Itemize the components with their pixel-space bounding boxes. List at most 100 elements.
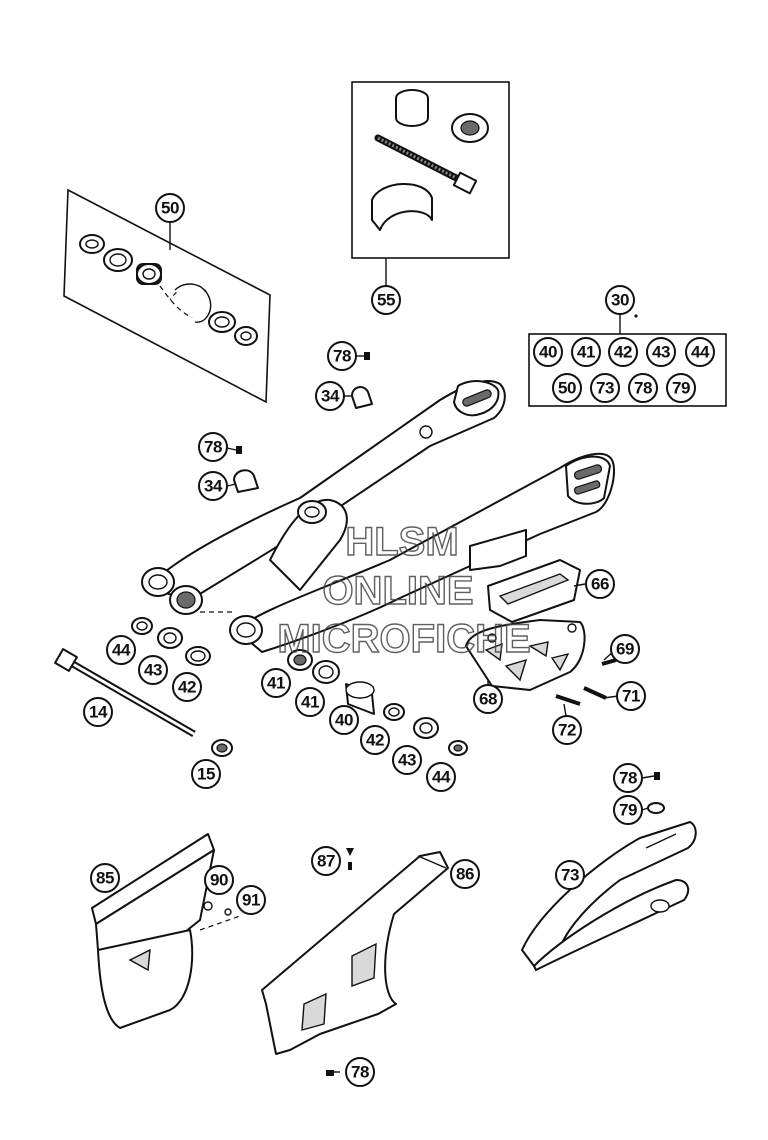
callout-label: 78 (351, 1063, 369, 1082)
watermark: HLSM ONLINE MICROFICHE (277, 519, 532, 661)
callout-91[interactable]: 91 (236, 885, 266, 915)
callout-label: 44 (112, 641, 131, 660)
callout-label: 91 (242, 891, 260, 910)
kit-label: 78 (634, 379, 652, 398)
callout-label: 85 (96, 869, 114, 888)
kit-label: 41 (577, 343, 595, 362)
callout-78-b[interactable]: 78 (198, 432, 228, 462)
kit-label: 73 (596, 379, 614, 398)
clamp-upper (351, 352, 373, 409)
kit-item-79[interactable]: 79 (666, 373, 696, 403)
callout-label: 66 (591, 575, 609, 594)
watermark-line-2: ONLINE (322, 569, 473, 613)
callout-71[interactable]: 71 (616, 681, 646, 711)
kit-box-callouts: 40 41 42 43 44 50 73 78 79 (533, 337, 715, 403)
callout-69[interactable]: 69 (610, 634, 640, 664)
callout-label: 43 (398, 751, 416, 770)
kit-item-73[interactable]: 73 (590, 373, 620, 403)
callout-label: 44 (432, 768, 451, 787)
kit-item-44[interactable]: 44 (685, 337, 715, 367)
callout-34-b[interactable]: 34 (198, 471, 228, 501)
callout-79[interactable]: 79 (613, 795, 643, 825)
callout-label: 90 (210, 871, 228, 890)
kit-item-43[interactable]: 43 (646, 337, 676, 367)
leader-lines (226, 355, 655, 1073)
callout-label: 78 (204, 438, 222, 457)
callout-42-b[interactable]: 42 (360, 725, 390, 755)
callout-42-a[interactable]: 42 (172, 672, 202, 702)
callout-label: 41 (301, 693, 319, 712)
callout-40[interactable]: 40 (329, 705, 359, 735)
callout-label: 68 (479, 690, 497, 709)
callout-label: 78 (619, 769, 637, 788)
callout-73[interactable]: 73 (555, 860, 585, 890)
callout-68[interactable]: 68 (473, 684, 503, 714)
watermark-line-1: HLSM (345, 520, 458, 564)
callout-66[interactable]: 66 (585, 569, 615, 599)
watermark-line-3: MICROFICHE (277, 617, 530, 661)
callout-label: 72 (558, 721, 576, 740)
callout-44-a[interactable]: 44 (106, 635, 136, 665)
kit-label: 43 (652, 343, 670, 362)
kit-item-78[interactable]: 78 (628, 373, 658, 403)
right-pivot-bearings (287, 649, 468, 756)
callout-44-b[interactable]: 44 (426, 762, 456, 792)
callout-34-a[interactable]: 34 (315, 381, 345, 411)
shock-bolt-kit-panel (351, 81, 510, 288)
left-pivot-bearings (131, 617, 211, 666)
callout-label: 86 (456, 865, 474, 884)
callout-label: 50 (161, 199, 179, 218)
chain-guard (91, 833, 241, 1029)
kit-label: 42 (614, 343, 632, 362)
callout-label: 15 (197, 765, 215, 784)
callout-label: 42 (366, 731, 384, 750)
kit-item-42[interactable]: 42 (608, 337, 638, 367)
callout-55[interactable]: 55 (371, 285, 401, 315)
kit-item-40[interactable]: 40 (533, 337, 563, 367)
callout-label: 34 (321, 387, 340, 406)
bearing-kit-panel (63, 188, 271, 404)
callout-label: 71 (622, 687, 640, 706)
callout-87[interactable]: 87 (311, 846, 341, 876)
kit-item-50[interactable]: 50 (552, 373, 582, 403)
callout-43-b[interactable]: 43 (392, 745, 422, 775)
chain-guide (465, 529, 617, 706)
callout-78-a[interactable]: 78 (327, 341, 357, 371)
callout-78-d[interactable]: 78 (345, 1057, 375, 1087)
callout-78-c[interactable]: 78 (613, 763, 643, 793)
swingarm-axle (54, 648, 233, 757)
callout-41-a[interactable]: 41 (261, 668, 291, 698)
callout-85[interactable]: 85 (90, 863, 120, 893)
callout-label: 40 (335, 711, 353, 730)
callout-14[interactable]: 14 (83, 697, 113, 727)
kit-label: 40 (539, 343, 557, 362)
callout-86[interactable]: 86 (450, 859, 480, 889)
chain-slider (521, 772, 697, 971)
clamp-lower (233, 446, 259, 493)
callout-90[interactable]: 90 (204, 865, 234, 895)
callout-43-a[interactable]: 43 (138, 655, 168, 685)
callout-label: 78 (333, 347, 351, 366)
callout-label: 73 (561, 866, 579, 885)
callout-label: 42 (178, 678, 196, 697)
chain-guard-plate (261, 848, 449, 1076)
callout-label: 34 (204, 477, 223, 496)
callout-15[interactable]: 15 (191, 759, 221, 789)
callout-label: 87 (317, 852, 335, 871)
callout-30[interactable]: 30 (605, 285, 635, 315)
callout-label: 55 (377, 291, 395, 310)
callout-label: 14 (89, 703, 108, 722)
callout-label: 79 (619, 801, 637, 820)
callout-label: 41 (267, 674, 285, 693)
callout-41-b[interactable]: 41 (295, 687, 325, 717)
swingarm (141, 380, 615, 653)
callout-72[interactable]: 72 (552, 715, 582, 745)
callout-label: 30 (611, 291, 629, 310)
kit-label: 44 (691, 343, 710, 362)
callout-label: 69 (616, 640, 634, 659)
kit-label: 79 (672, 379, 690, 398)
kit-item-41[interactable]: 41 (571, 337, 601, 367)
callout-label: 43 (144, 661, 162, 680)
callout-50-kit[interactable]: 50 (155, 193, 185, 223)
